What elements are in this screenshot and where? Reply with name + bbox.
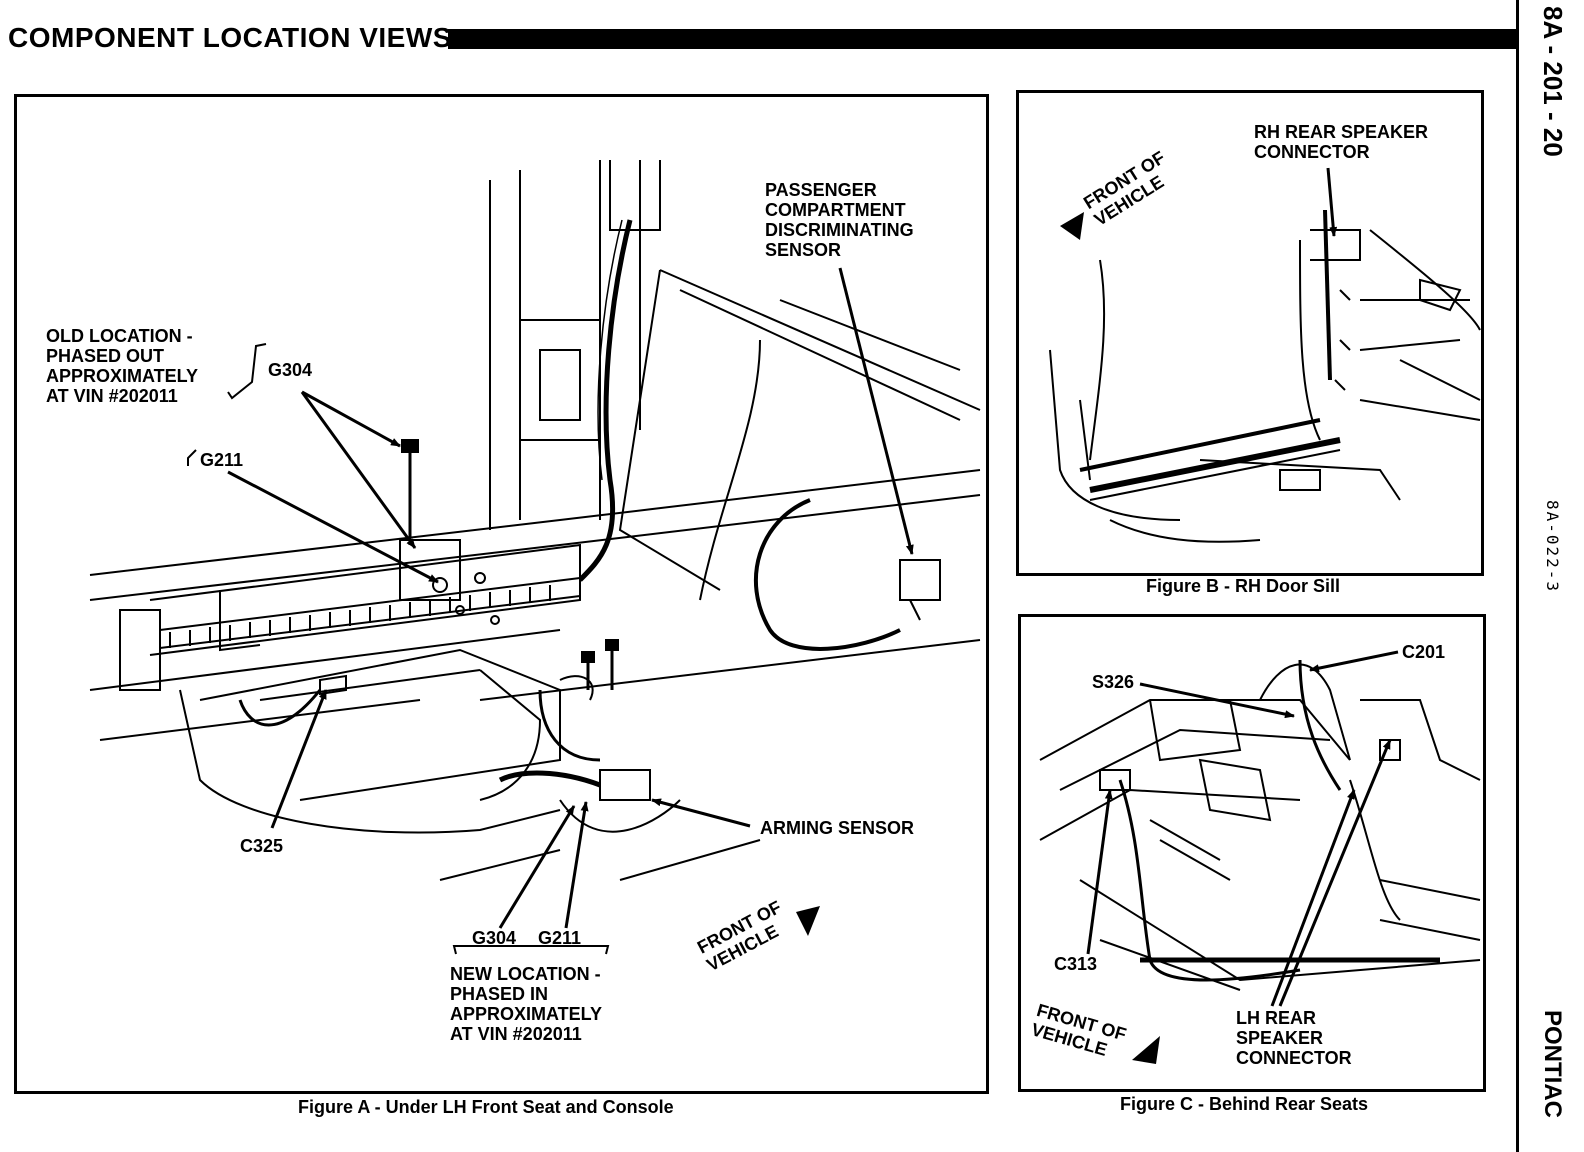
- figure-c-frame: [1018, 614, 1486, 1092]
- old-location-label: OLD LOCATION - PHASED OUT APPROXIMATELY …: [46, 326, 199, 406]
- figure-b-front-arrow: [1060, 212, 1084, 240]
- figure-c-leaders: [1086, 650, 1399, 1007]
- figure-c-caption: Figure C - Behind Rear Seats: [1120, 1094, 1369, 1114]
- figure-b-leaders: [1326, 167, 1338, 237]
- figure-a-leaders: [187, 267, 914, 955]
- header-rule: [448, 29, 1518, 49]
- side-rule: [1516, 0, 1519, 1152]
- figure-a-drawing: [89, 160, 981, 881]
- sill-ribbing: [159, 577, 581, 649]
- rh-speaker-label: RH REAR SPEAKER CONNECTOR: [1254, 122, 1429, 162]
- lh-speaker-label: LH REAR SPEAKER CONNECTOR: [1236, 1008, 1352, 1068]
- c201-label: C201: [1402, 642, 1446, 662]
- figure-b-caption: Figure B - RH Door Sill: [1146, 576, 1341, 596]
- g211-top-label: G211: [200, 450, 244, 470]
- g304-top-label: G304: [268, 360, 313, 380]
- new-location-label: NEW LOCATION - PHASED IN APPROXIMATELY A…: [450, 964, 603, 1044]
- g211-bottom-label: G211: [538, 928, 582, 948]
- arming-sensor-label: ARMING SENSOR: [760, 818, 915, 838]
- figure-b-drawing: [1049, 209, 1481, 543]
- figure-a-caption: Figure A - Under LH Front Seat and Conso…: [298, 1097, 674, 1117]
- page-title: COMPONENT LOCATION VIEWS: [8, 22, 452, 53]
- figure-a-front-arrow: [796, 906, 820, 936]
- passenger-sensor-label: PASSENGER COMPARTMENT DISCRIMINATING SEN…: [765, 180, 914, 260]
- figure-a-frame: [14, 94, 989, 1094]
- figure-c-front-arrow: [1132, 1036, 1160, 1064]
- c325-label: C325: [240, 836, 284, 856]
- c313-label: C313: [1054, 954, 1098, 974]
- g304-bottom-label: G304: [472, 928, 517, 948]
- s326-label: S326: [1092, 672, 1135, 692]
- figure-b-frame: [1016, 90, 1484, 576]
- old-location-bracket: [227, 343, 267, 400]
- new-location-bracket: [452, 945, 610, 955]
